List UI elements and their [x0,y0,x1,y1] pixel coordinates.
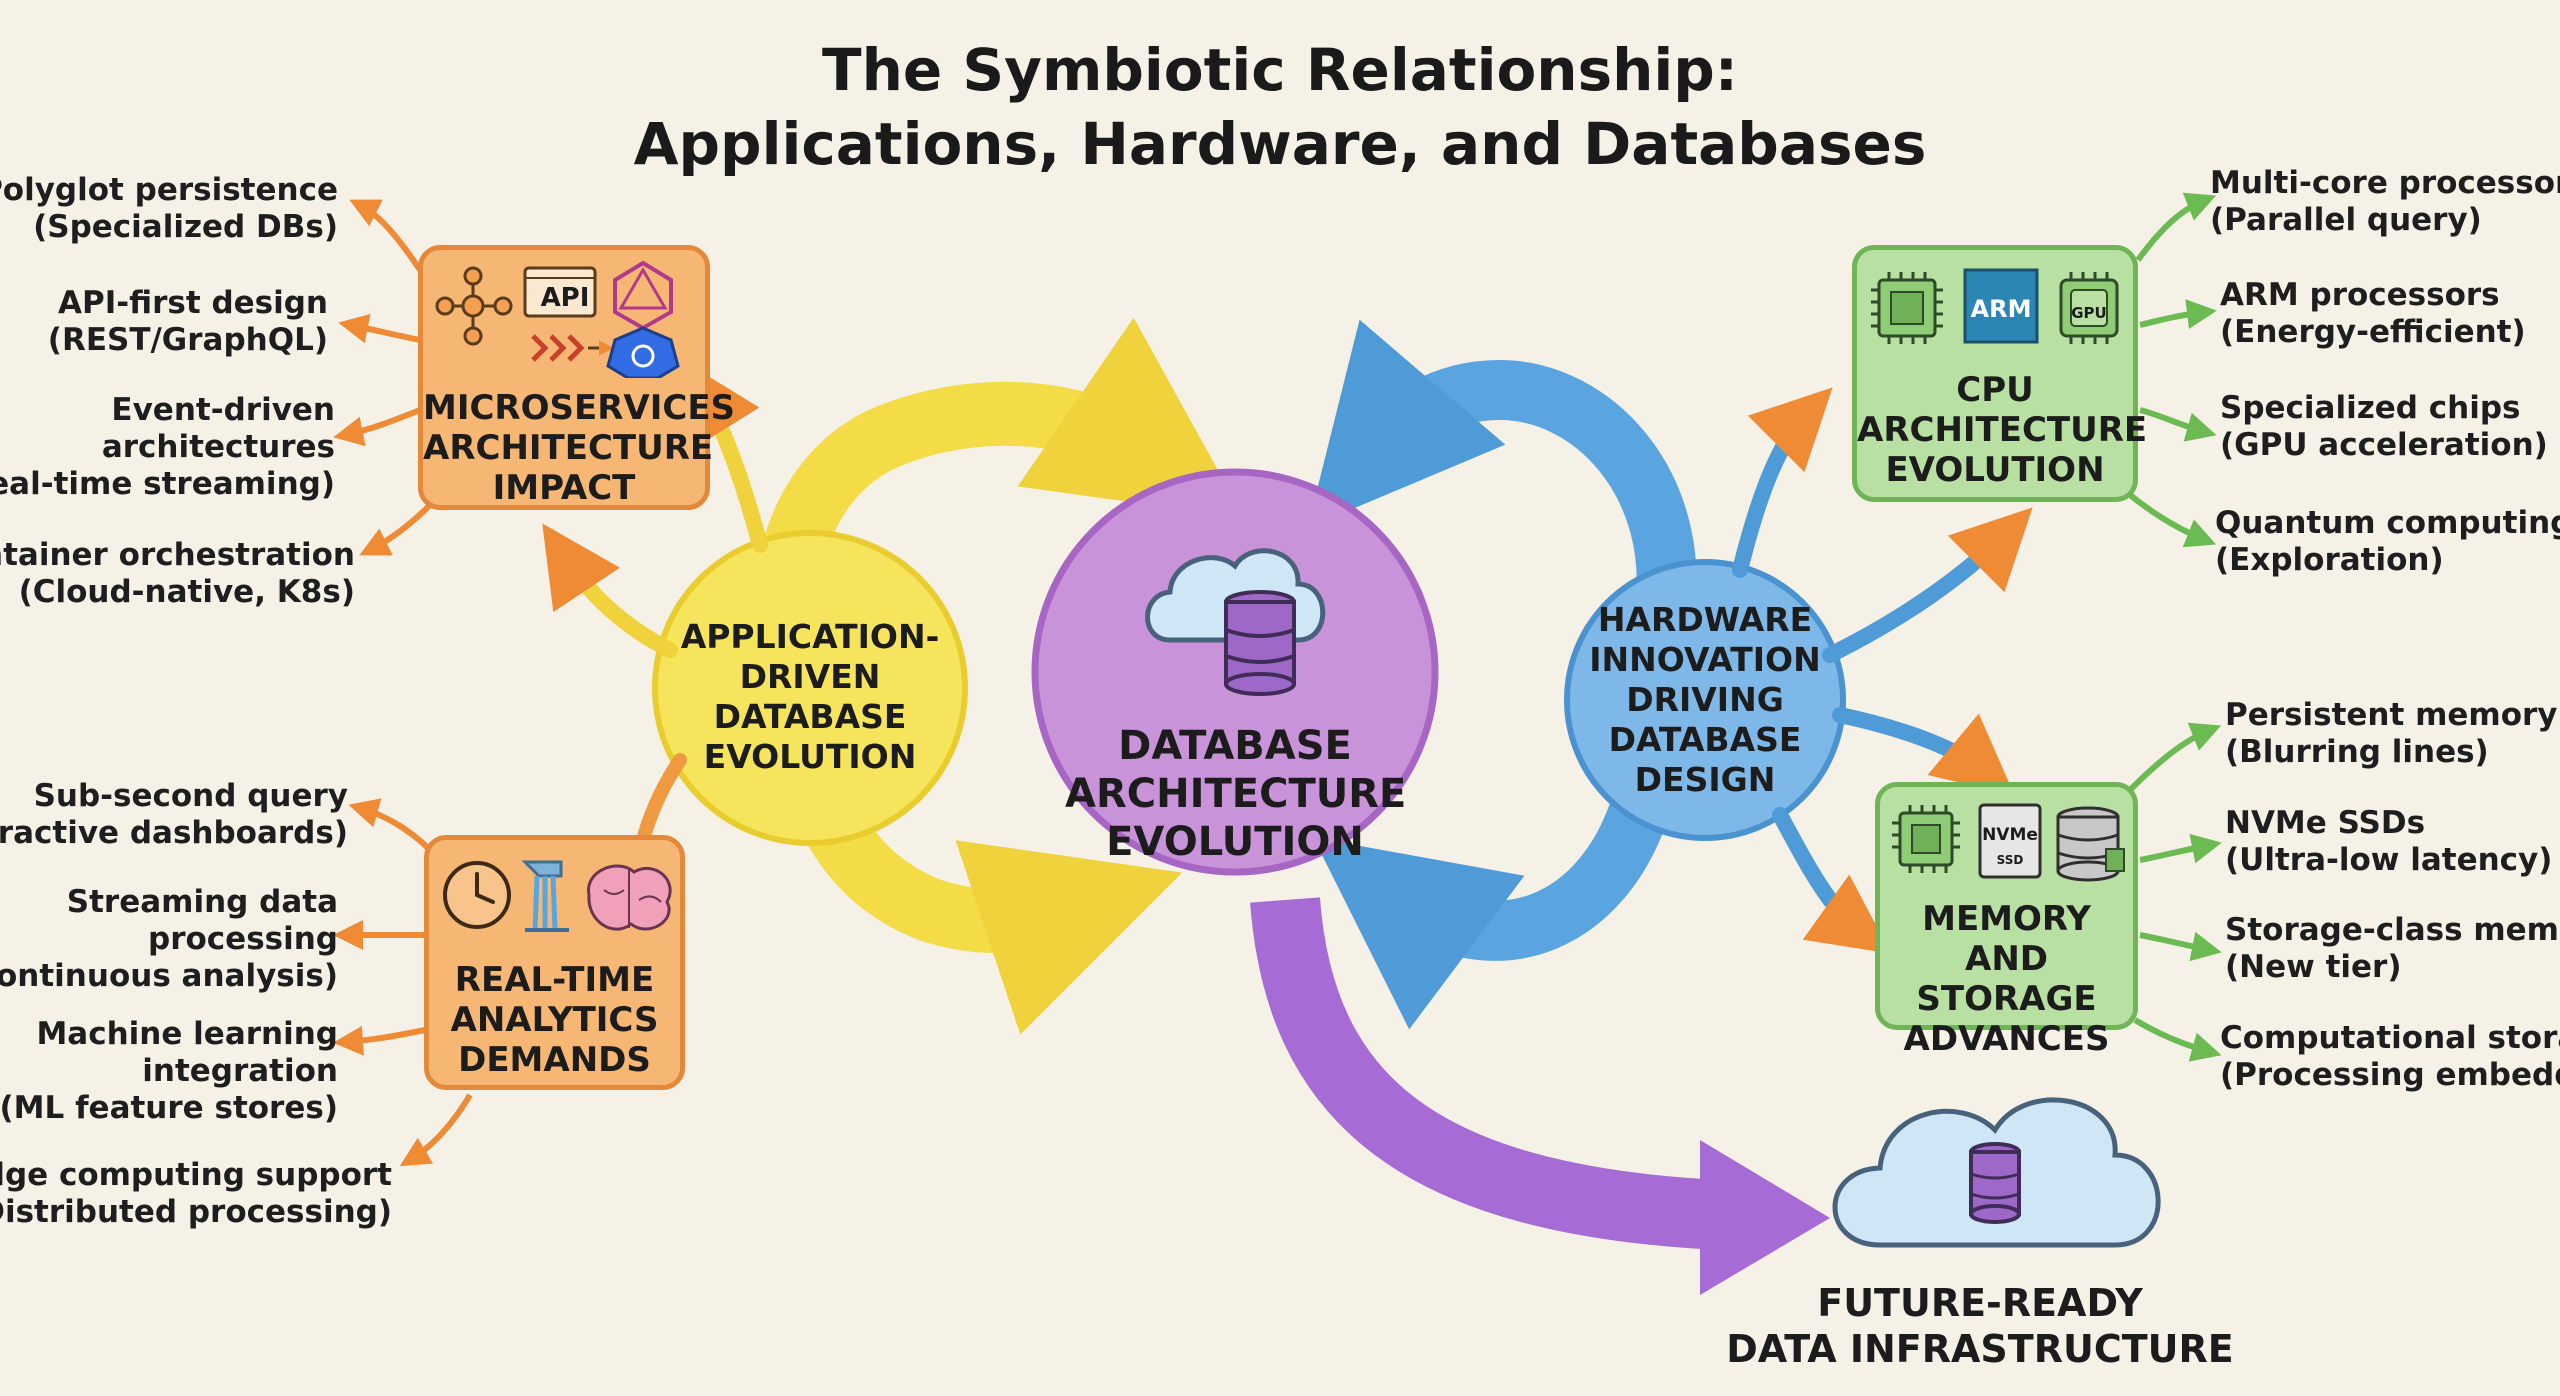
center-label: DATABASE ARCHITECTURE EVOLUTION [1065,723,1407,865]
microservices-note-2: API-first design (REST/GraphQL) [47,285,328,358]
realtime-note-3: Machine learning integration (ML feature… [0,1016,338,1126]
kubernetes-icon [606,326,680,378]
memory-box: NVMe SSD MEMORY AND STORAGE ADVANCES [1875,782,2138,1059]
memory-note-3: Storage-class memory (New tier) [2225,912,2560,985]
network-nodes-icon [435,266,513,346]
memory-title: MEMORY AND STORAGE ADVANCES [1903,899,2110,1059]
gpu-label: GPU [2071,304,2107,322]
waterfall-icon [521,860,569,932]
cpu-connectors [2128,192,2217,548]
cpu-box: ARM GPU CPU ARCHITECTURE EVOLUTION [1852,245,2148,502]
memory-note-1: Persistent memory (Blurring lines) [2225,697,2558,770]
realtime-icons [443,860,672,932]
cpu-note-3: Specialized chips (GPU acceleration) [2220,390,2548,463]
yellow-arrow-to-microservices-2 [542,523,678,658]
clock-icon [443,861,511,929]
memory-note-4: Computational storage (Processing embedd… [2220,1020,2560,1093]
memory-chip-icon [1892,805,1960,873]
realtime-note-2: Streaming data processing (Continuous an… [0,884,338,994]
api-icon [523,266,597,318]
future-cloud-icon [1832,1097,2161,1248]
microservices-title: MICROSERVICES ARCHITECTURE IMPACT [423,388,736,508]
realtime-note-4: Edge computing support (Distributed proc… [0,1157,392,1230]
cpu-note-1: Multi-core processors (Parallel query) [2210,165,2560,238]
memory-icons [1892,803,2125,882]
realtime-title: REAL-TIME ANALYTICS DEMANDS [450,960,659,1080]
graphql-icon [613,260,673,331]
title-line-1: The Symbiotic Relationship: [822,36,1738,104]
microservices-icons [435,260,680,378]
app-driven-label: APPLICATION- DRIVEN DATABASE EVOLUTION [680,617,940,776]
blue-arrow-to-cpu-2 [1822,507,2033,663]
blue-arrow-to-memory-2 [1772,807,1892,954]
api-label: API [540,283,590,313]
event-stream-icon [531,334,614,362]
realtime-connectors [333,798,473,1167]
hardware-label: HARDWARE INNOVATION DRIVING DATABASE DES… [1589,600,1821,799]
arm-chip-icon [1963,268,2039,344]
cpu-icons [1871,268,2119,344]
brain-icon [587,864,672,931]
microservices-note-3: Event-driven architectures (Real-time st… [0,392,335,502]
future-label: FUTURE-READY DATA INFRASTRUCTURE [1726,1281,2234,1371]
cpu-note-2: ARM processors (Energy-efficient) [2220,277,2526,350]
arm-label: ARM [1970,295,2032,323]
blue-arrow-to-cpu [1732,387,1833,578]
hardware-circle [1564,559,1846,841]
cpu-chip-icon [1871,272,1943,344]
app-driven-circle [652,530,968,846]
blue-arrow-top [1307,319,1697,640]
center-cloud-db-icon [1145,548,1326,696]
microservices-note-1: Polyglot persistence (Specialized DBs) [0,172,338,245]
ssd-label: SSD [1996,853,2024,867]
cpu-note-4: Quantum computing (Exploration) [2215,505,2560,578]
gpu-chip-icon [2059,272,2119,344]
storage-stack-icon [2056,806,2125,882]
cpu-title: CPU ARCHITECTURE EVOLUTION [1857,370,2148,490]
purple-arrow-head [1700,1140,1830,1295]
nvme-ssd-icon [1978,803,2042,879]
blue-arrow-to-memory [1832,707,2015,796]
microservices-box: API MICROSERVICES ARCHITECTURE IMPACT [418,245,736,510]
memory-note-2: NVMe SSDs (Ultra-low latency) [2225,805,2553,878]
realtime-box: REAL-TIME ANALYTICS DEMANDS [424,835,685,1090]
title-line-2: Applications, Hardware, and Databases [633,110,1927,178]
realtime-note-1: Sub-second query (Interactive dashboards… [0,778,348,851]
nvme-label: NVMe [1982,825,2038,845]
purple-arrow-shaft [1250,897,1722,1250]
memory-connectors [2127,722,2222,1062]
microservices-note-4: Container orchestration (Cloud-native, K… [0,537,355,610]
microservices-connectors [333,199,433,556]
